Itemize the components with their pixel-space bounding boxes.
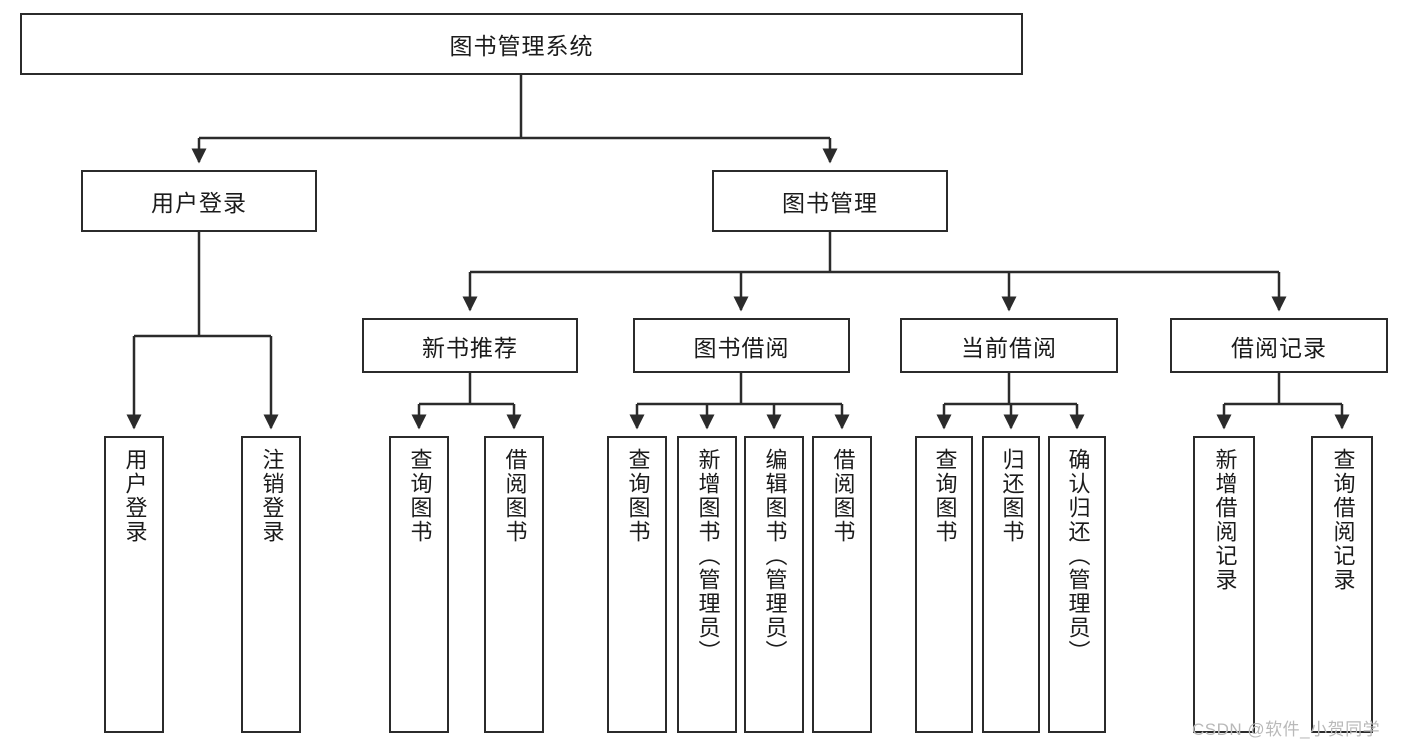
leaf-user-login[interactable]: 用户登录: [104, 436, 164, 733]
leaf-logout-label: 注销登录: [259, 448, 285, 544]
leaf-add-borrow-record-label: 新增借阅记录: [1212, 448, 1238, 592]
leaf-query-book-current[interactable]: 查询图书: [915, 436, 973, 733]
node-book-borrow[interactable]: 图书借阅: [633, 318, 850, 373]
leaf-query-book-recommend-label: 查询图书: [407, 448, 433, 544]
leaf-user-login-label: 用户登录: [122, 448, 148, 544]
node-book-borrow-label: 图书借阅: [693, 334, 790, 361]
node-current-borrow[interactable]: 当前借阅: [900, 318, 1118, 373]
leaf-edit-book-admin[interactable]: 编辑图书（管理员）: [744, 436, 804, 733]
node-root[interactable]: 图书管理系统: [20, 13, 1023, 75]
leaf-borrow-book[interactable]: 借阅图书: [812, 436, 872, 733]
leaf-edit-book-admin-label: 编辑图书（管理员）: [762, 448, 788, 664]
leaf-borrow-book-label: 借阅图书: [830, 448, 856, 544]
leaf-add-borrow-record[interactable]: 新增借阅记录: [1193, 436, 1255, 733]
node-borrow-record[interactable]: 借阅记录: [1170, 318, 1388, 373]
leaf-query-borrow-record[interactable]: 查询借阅记录: [1311, 436, 1373, 733]
leaf-logout[interactable]: 注销登录: [241, 436, 301, 733]
node-new-book-recommend-label: 新书推荐: [422, 334, 518, 361]
leaf-borrow-book-recommend-label: 借阅图书: [502, 448, 528, 544]
leaf-confirm-return-admin[interactable]: 确认归还（管理员）: [1048, 436, 1106, 733]
node-current-borrow-label: 当前借阅: [961, 334, 1057, 361]
node-borrow-record-label: 借阅记录: [1231, 334, 1327, 361]
node-book-management[interactable]: 图书管理: [712, 170, 948, 232]
leaf-borrow-book-recommend[interactable]: 借阅图书: [484, 436, 544, 733]
leaf-confirm-return-admin-label: 确认归还（管理员）: [1065, 448, 1091, 664]
leaf-query-book-current-label: 查询图书: [932, 448, 958, 544]
node-user-login[interactable]: 用户登录: [81, 170, 317, 232]
node-root-label: 图书管理系统: [449, 33, 594, 59]
node-new-book-recommend[interactable]: 新书推荐: [362, 318, 578, 373]
leaf-return-book[interactable]: 归还图书: [982, 436, 1040, 733]
leaf-query-book-borrow[interactable]: 查询图书: [607, 436, 667, 733]
leaf-return-book-label: 归还图书: [999, 448, 1025, 544]
leaf-query-book-recommend[interactable]: 查询图书: [389, 436, 449, 733]
leaf-add-book-admin[interactable]: 新增图书（管理员）: [677, 436, 737, 733]
leaf-query-book-borrow-label: 查询图书: [625, 448, 651, 544]
leaf-add-book-admin-label: 新增图书（管理员）: [695, 448, 721, 664]
node-book-management-label: 图书管理: [782, 190, 878, 216]
leaf-query-borrow-record-label: 查询借阅记录: [1330, 448, 1356, 592]
node-user-login-label: 用户登录: [151, 190, 247, 216]
